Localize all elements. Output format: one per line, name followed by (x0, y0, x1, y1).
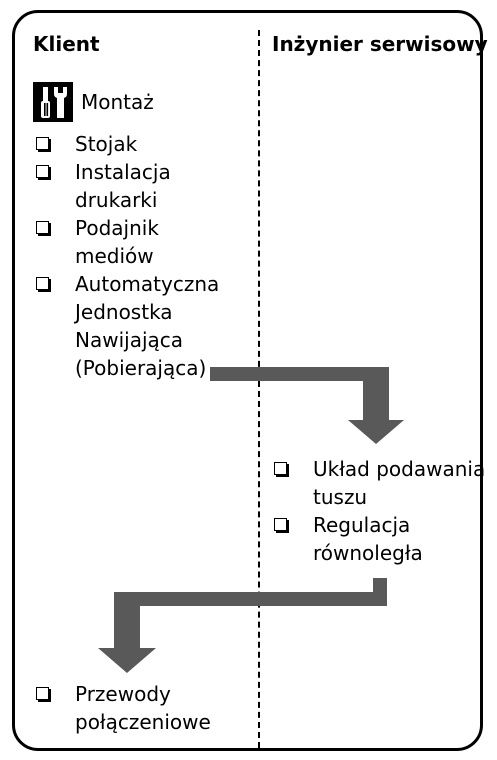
checklist-item-label: Podajnik mediów (75, 216, 159, 268)
flow-arrow-group (98, 367, 404, 673)
flow-arrow-client-to-engineer (210, 367, 404, 444)
engineer-checklist: Układ podawania tuszu Regulacja równoleg… (271, 455, 486, 567)
checklist-item: Regulacja równoległa (271, 511, 486, 567)
client-column-header: Klient (33, 32, 100, 56)
checkbox-icon (33, 680, 75, 708)
checkbox-icon (271, 455, 313, 483)
checklist-item: Przewody połączeniowe (33, 680, 253, 736)
checklist-item: Stojak (33, 130, 253, 158)
checklist-item-label: Regulacja równoległa (313, 513, 423, 565)
assembly-heading: Montaż (33, 82, 154, 122)
checkbox-icon (33, 130, 75, 158)
checkbox-icon (271, 511, 313, 539)
flow-arrow-engineer-to-client (98, 578, 387, 673)
checkbox-icon (33, 158, 75, 186)
assembly-label: Montaż (81, 90, 154, 114)
tools-icon (33, 82, 73, 122)
checklist-item: Układ podawania tuszu (271, 455, 486, 511)
checklist-item-label: Przewody połączeniowe (75, 682, 211, 734)
engineer-column-header: Inżynier serwisowy (272, 32, 488, 56)
checklist-item: Instalacja drukarki (33, 158, 253, 214)
checkbox-icon (33, 270, 75, 298)
checklist-item-label: Układ podawania tuszu (313, 457, 486, 509)
client-checklist: Stojak Instalacja drukarki Podajnik medi… (33, 130, 253, 382)
checklist-item-label: Stojak (75, 132, 138, 156)
checklist-item: Automatyczna Jednostka Nawijająca (Pobie… (33, 270, 253, 382)
checklist-item-label: Automatyczna Jednostka Nawijająca (Pobie… (75, 272, 220, 380)
checklist-item: Podajnik mediów (33, 214, 253, 270)
client-checklist-final: Przewody połączeniowe (33, 680, 253, 736)
diagram-frame (12, 10, 483, 751)
column-divider (258, 30, 260, 748)
checklist-item-label: Instalacja drukarki (75, 160, 171, 212)
checkbox-icon (33, 214, 75, 242)
